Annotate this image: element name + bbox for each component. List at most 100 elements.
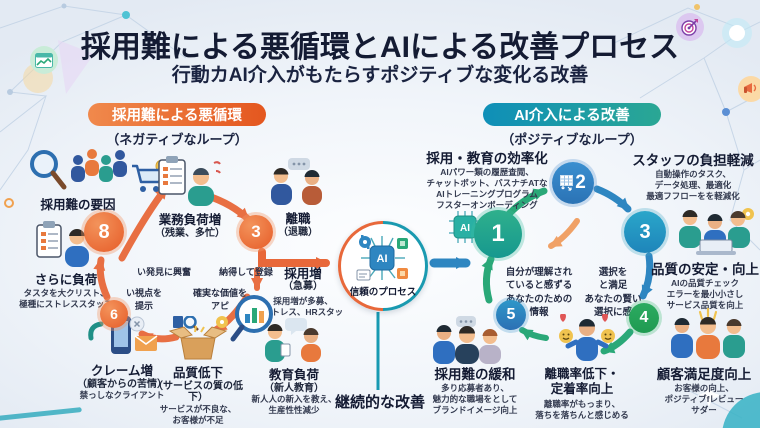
step-4-badge: 4 bbox=[629, 303, 659, 333]
node-label: クレーム増 bbox=[90, 364, 154, 379]
annotation-line: い視点を bbox=[125, 288, 162, 298]
annotation-line: あなたのための bbox=[505, 293, 573, 305]
node-moreload: さらに負荷 タスタを大クリスト、 極種にストレススタッフ bbox=[18, 221, 114, 310]
node-note: 最適フフローをを軽減化 bbox=[646, 190, 740, 201]
node-sub: （サービスの質の低下） bbox=[153, 380, 243, 404]
spreadsheet-icon bbox=[560, 175, 574, 191]
node-note: 極種にストレススタッフ bbox=[19, 298, 113, 309]
left-section-subtitle: （ネガティブなループ） bbox=[106, 132, 248, 147]
open-box-icon bbox=[168, 315, 228, 360]
happy-feedback-icon bbox=[559, 314, 615, 361]
step-number: 1 bbox=[491, 220, 505, 247]
annotation-line: アピ bbox=[210, 300, 229, 311]
node-note: サービス品質を向上 bbox=[666, 299, 744, 310]
node-customer: 顧客満足度向上 お客様の向上、 ポジティブfレビュー サダー bbox=[648, 366, 760, 416]
annotation-value: 確実な価値をアピ bbox=[188, 287, 252, 312]
training-people-icon bbox=[265, 318, 321, 362]
node-label: 採用増 bbox=[284, 267, 322, 281]
node-note: 落ちを落ちんと感じめる bbox=[535, 409, 629, 420]
node-label: 離職率低下・ bbox=[544, 367, 620, 381]
annotation-line: 確実な価値を bbox=[192, 288, 247, 298]
annotation-viewpoint: い視点を提示 bbox=[120, 287, 168, 312]
annotation-line: 選択に感 bbox=[593, 306, 632, 318]
step-3r-badge: 3 bbox=[624, 211, 666, 253]
node-note: チャットボット、バスナチATな bbox=[426, 177, 548, 188]
node-label: さらに負荷 bbox=[34, 273, 98, 288]
step-8-badge: 8 bbox=[84, 212, 124, 252]
people-talking-icon bbox=[271, 158, 322, 205]
annotation-line: あなたの賢い bbox=[584, 293, 642, 305]
ai-process-circle: AI 信頼のプロセス bbox=[338, 221, 428, 311]
node-note: エラーを最小小さし bbox=[666, 288, 744, 299]
annotation-line: 自分が理解され bbox=[505, 267, 573, 278]
node-note: 禁っしなクライアント bbox=[79, 390, 165, 401]
clipboard-person-icon bbox=[158, 156, 221, 206]
laptop-people-icon bbox=[679, 208, 754, 255]
node-workload: 業務負荷増 （残業、多忙） bbox=[148, 155, 232, 239]
node-sub: （退職） bbox=[278, 226, 318, 238]
node-note: 多り応募者あり、 bbox=[441, 382, 509, 393]
step-1-badge: 1 bbox=[474, 210, 522, 258]
node-note: 離職率がもっまり、 bbox=[543, 398, 621, 409]
node-note: フスターオンボーディング bbox=[436, 200, 538, 211]
node-label: 採用・教育の効率化 bbox=[426, 151, 548, 166]
continuous-line bbox=[376, 312, 380, 390]
right-section-subtitle: （ポジティブなループ） bbox=[501, 132, 643, 147]
step-number: 6 bbox=[110, 306, 118, 322]
node-sub: （顧客からの苦情） bbox=[77, 378, 167, 390]
node-resignation: 離職 （退職） bbox=[262, 158, 334, 238]
page-subtitle: 行動カAI介入がもたらすポジティブな変化る改善 bbox=[171, 65, 589, 86]
node-label: 品質の安定・向上 bbox=[651, 262, 759, 277]
annotation-choice: 選択を と満足 あなたの賢い 選択に感 bbox=[582, 266, 644, 319]
node-education: 教育負荷 （新人教育） 新人人の新入を教え、 生産性性減少 bbox=[248, 318, 340, 417]
node-label: スタッフの負担軽減 bbox=[632, 153, 754, 168]
node-retention: 離職率低下・ 定着率向上 離職率がもっまり、 落ちを落ちんと感じめる bbox=[530, 366, 634, 421]
annotation-line: 選択を bbox=[598, 267, 628, 278]
step-6-badge: 6 bbox=[100, 300, 128, 328]
step-3-badge: 3 bbox=[239, 215, 273, 249]
node-label: 教育負荷 bbox=[268, 368, 319, 383]
node-burden: スタッフの負担軽減 自動操作のタスク、 データ処理、最適化 最適フフローをを軽減… bbox=[628, 152, 758, 202]
clipboard-stress-icon bbox=[36, 221, 93, 267]
annotation-line: 提示 bbox=[134, 300, 153, 311]
node-note: AIトレーニングプログラム bbox=[436, 188, 538, 199]
step-5-badge: 5 bbox=[496, 300, 526, 330]
annotation-discovery: い発見に興奮 bbox=[136, 267, 191, 277]
node-label: 品質低下 bbox=[172, 366, 223, 381]
step-number: 3 bbox=[639, 220, 651, 243]
step-number: 5 bbox=[506, 306, 516, 323]
node-label: 採用難の緩和 bbox=[434, 367, 516, 382]
left-section-pill: 採用難による悪循環 bbox=[88, 103, 266, 126]
node-label: 顧客満足度向上 bbox=[656, 367, 752, 382]
node-note: 採用増が多募、 bbox=[273, 295, 333, 306]
node-note: データ処理、最適化 bbox=[654, 179, 732, 190]
node-stability: 品質の安定・向上 AIの品質チェック エラーを最小小さし サービス品質を向上 bbox=[650, 261, 760, 311]
node-sub: （新人教育） bbox=[264, 382, 324, 394]
node-note: お客様が不足 bbox=[172, 414, 224, 425]
node-label: 採用難の要因 bbox=[40, 198, 116, 213]
step-number: 2 bbox=[575, 172, 586, 193]
annotation-register: 納得して登録 bbox=[219, 267, 273, 277]
node-note: 生産性性減少 bbox=[268, 405, 320, 416]
svg-text:AI: AI bbox=[377, 253, 388, 265]
node-note: AIパワー類の履歴査閲、 bbox=[440, 166, 534, 177]
magnifier-people-icon bbox=[30, 149, 127, 190]
node-label: 離職 bbox=[285, 212, 311, 227]
node-note: AIの品質チェック bbox=[670, 277, 739, 288]
node-note: タスタを大クリスト、 bbox=[23, 287, 109, 298]
node-note: サダー bbox=[691, 404, 717, 415]
node-label: 業務負荷増 bbox=[158, 213, 222, 228]
node-sub: （急募） bbox=[283, 281, 323, 293]
node-sub: （残業、多忙） bbox=[155, 227, 225, 239]
annotation-line: ていると感ずる bbox=[505, 280, 573, 292]
node-note: サービスが不良な、 bbox=[159, 403, 237, 414]
node-note: 新人人の新入を教え、 bbox=[251, 394, 337, 405]
ai-process-inner: AI 信頼のプロセス bbox=[341, 224, 425, 308]
step-number: 3 bbox=[251, 222, 261, 241]
customers-group-icon bbox=[671, 307, 745, 359]
continuous-improvement-label: 継続的な改善 bbox=[334, 394, 425, 411]
node-note: ポジティブfレビュー bbox=[664, 393, 744, 404]
node-note: お客様の向上、 bbox=[674, 382, 734, 393]
annotation-understood: 自分が理解され ていると感ずる あなたのための 情報 bbox=[496, 266, 582, 319]
